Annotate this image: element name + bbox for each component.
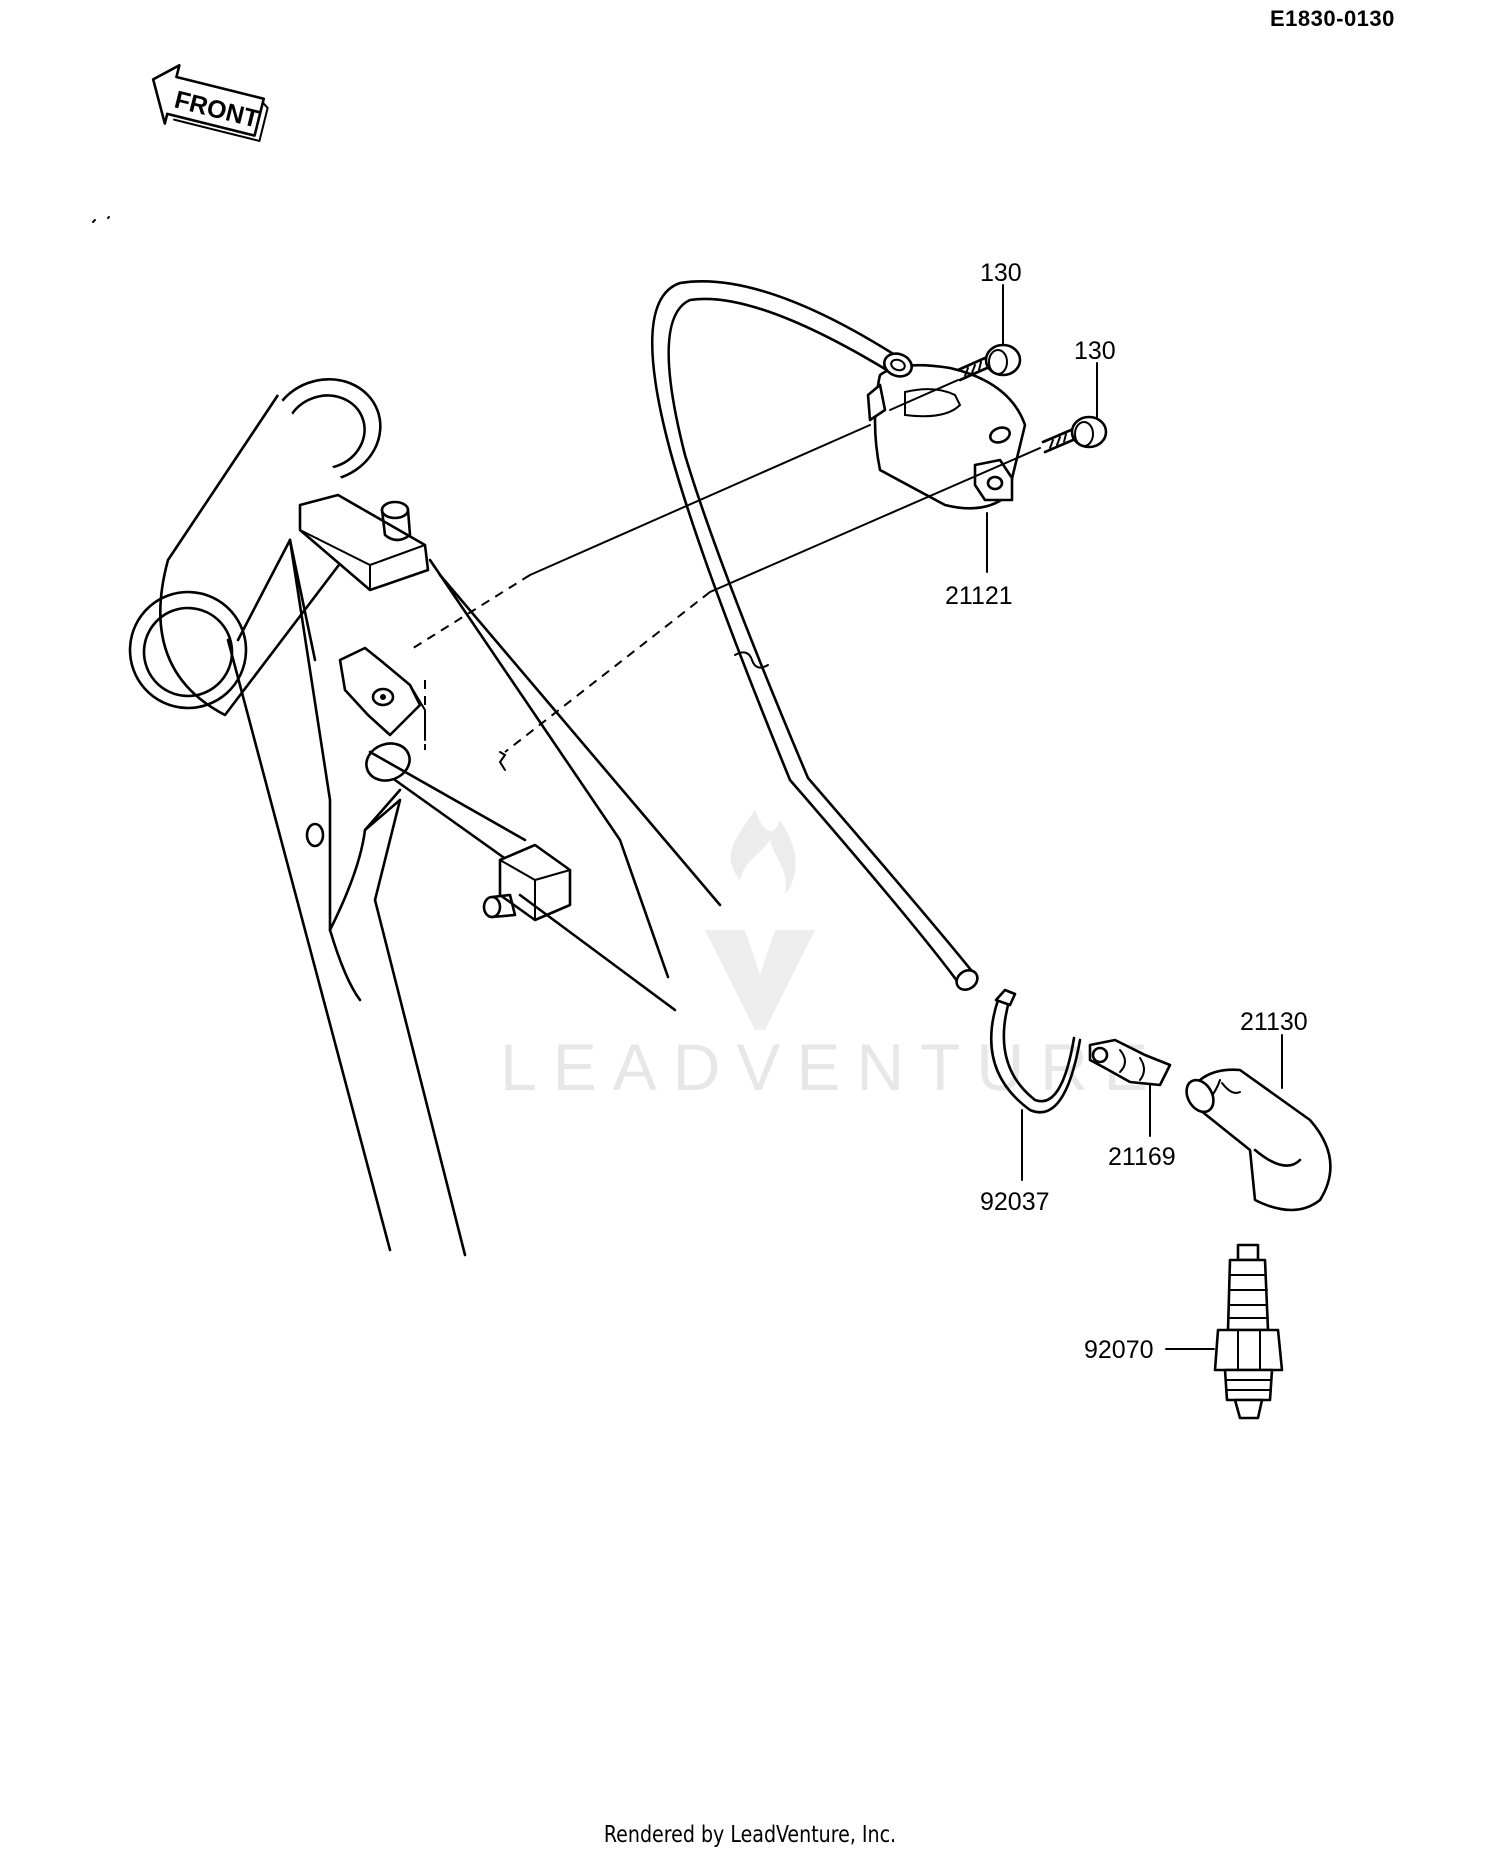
callout-plug-cap-connector: 21169: [1108, 1143, 1176, 1171]
leadventure-watermark: LEADVENTURE: [500, 810, 1164, 1104]
callout-plug-cap: 21130: [1240, 1008, 1308, 1036]
callout-bolt-lower: 130: [1074, 337, 1116, 365]
bolt-upper: [956, 343, 1022, 382]
bolt-lower: [1041, 415, 1108, 454]
watermark-text: LEADVENTURE: [500, 1030, 1164, 1104]
footer-credit: Rendered by LeadVenture, Inc.: [603, 1822, 897, 1848]
mounting-guide-lines: [409, 379, 1041, 753]
callout-labels: 130 130 21121 21130 21169 92037 92070: [945, 259, 1308, 1364]
high-tension-lead: [650, 279, 979, 992]
spark-plug: [1213, 1243, 1284, 1420]
plug-cap: [1185, 1068, 1332, 1212]
frame: [128, 377, 722, 1257]
callout-bolt-upper: 130: [980, 259, 1022, 287]
callout-spark-plug: 92070: [1084, 1336, 1154, 1364]
band-clamp: [990, 988, 1082, 1114]
front-arrow-icon: FRONT: [151, 64, 269, 143]
callout-band-clamp: 92037: [980, 1188, 1050, 1216]
callout-ignition-coil: 21121: [945, 582, 1013, 610]
callout-leaders: [986, 284, 1283, 1350]
diagram-code: E1830-0130: [1270, 6, 1395, 31]
plug-cap-connector: [1088, 1038, 1172, 1087]
